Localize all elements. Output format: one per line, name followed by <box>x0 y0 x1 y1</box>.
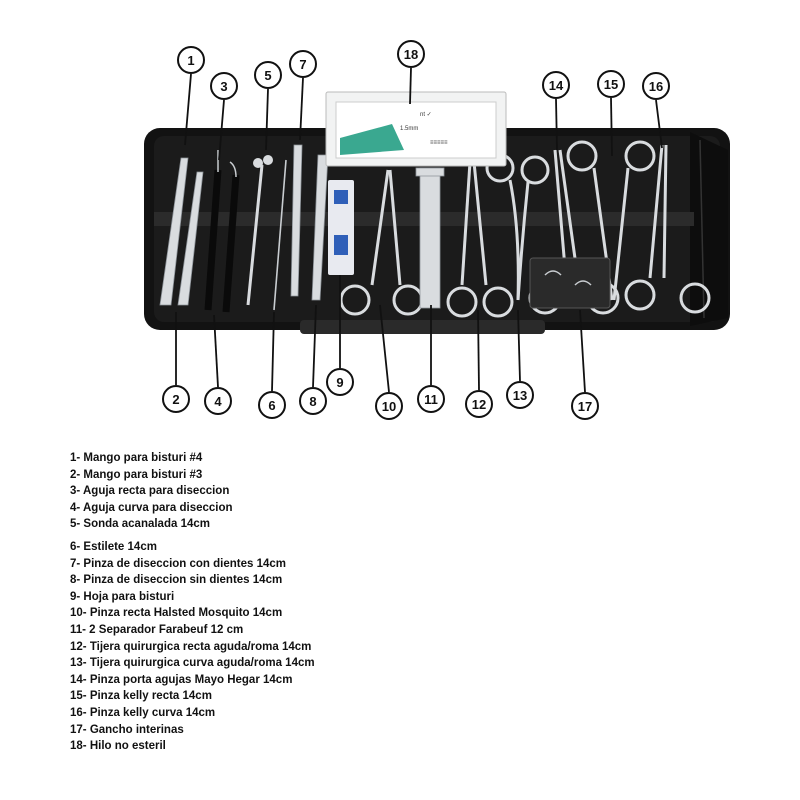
legend-item-1: 1- Mango para bisturi #4 <box>70 452 203 464</box>
legend-item-5: 5- Sonda acanalada 14cm <box>70 518 210 531</box>
callout-17: 17 <box>571 392 599 420</box>
legend-item-15: 15- Pinza kelly recta 14cm <box>70 690 212 703</box>
straight-scissors <box>446 161 514 318</box>
callout-3: 3 <box>210 72 238 100</box>
callout-2: 2 <box>162 385 190 413</box>
callout-14: 14 <box>542 71 570 99</box>
leader-lines <box>175 67 663 393</box>
hooks-packet <box>529 257 611 309</box>
callout-15: 15 <box>597 70 625 98</box>
legend-item-4: 4- Aguja curva para diseccion <box>70 501 233 514</box>
kelly-curved <box>624 144 711 314</box>
dissection-forceps <box>290 144 329 301</box>
grooved-probe <box>246 155 273 306</box>
callout-13: 13 <box>506 381 534 409</box>
farabeuf-retractor <box>415 167 445 309</box>
dissection-needles <box>204 150 240 313</box>
legend-item-3: 3- Aguja recta para diseccion <box>70 485 230 498</box>
legend-item-10: 10- Pinza recta Halsted Mosquito 14cm <box>70 607 283 620</box>
legend-item-14: 14- Pinza porta agujas Mayo Hegar 14cm <box>70 673 293 686</box>
legend-item-2: 2- Mango para bisturi #3 <box>70 468 203 481</box>
legend-item-6: 6- Estilete 14cm <box>70 540 157 553</box>
blade-packet <box>328 180 354 275</box>
legend-item-8: 8- Pinza de diseccion sin dientes 14cm <box>70 574 283 587</box>
suture-label-line-3: ≡≡≡≡≡ <box>430 140 448 146</box>
legend-item-9: 9- Hoja para bisturi <box>70 590 175 603</box>
suture-package: nt ✓ 1.5mm ≡≡≡≡≡ <box>325 91 507 167</box>
legend-item-12: 12- Tijera quirurgica recta aguda/roma 1… <box>70 640 312 653</box>
callout-8: 8 <box>299 387 327 415</box>
suture-label-line-2: 1.5mm <box>400 126 418 132</box>
callout-4: 4 <box>204 387 232 415</box>
legend-item-13: 13- Tijera quirurgica curva aguda/roma 1… <box>70 657 315 670</box>
legend-item-17: 17- Gancho interinas <box>70 723 184 736</box>
suture-label-line-1: nt ✓ <box>420 112 432 118</box>
callout-1: 1 <box>177 46 205 74</box>
callout-7: 7 <box>289 50 317 78</box>
stylet <box>273 159 287 311</box>
callout-16: 16 <box>642 72 670 100</box>
legend-item-11: 11- 2 Separador Farabeuf 12 cm <box>70 623 244 636</box>
callout-6: 6 <box>258 391 286 419</box>
callout-11: 11 <box>417 385 445 413</box>
legend-item-16: 16- Pinza kelly curva 14cm <box>70 706 216 719</box>
callout-5: 5 <box>254 61 282 89</box>
callout-9: 9 <box>326 368 354 396</box>
callout-12: 12 <box>465 390 493 418</box>
instrument-legend: 1- Mango para bisturi #4 2- Mango para b… <box>70 450 490 755</box>
callout-10: 10 <box>375 392 403 420</box>
instrument-kit-diagram: nt ✓ 1.5mm ≡≡≡≡≡ <box>144 67 730 393</box>
legend-item-7: 7- Pinza de diseccion con dientes 14cm <box>70 557 287 570</box>
callout-18: 18 <box>397 40 425 68</box>
legend-item-18: 18- Hilo no esteril <box>70 740 166 753</box>
scalpel-handles <box>159 157 204 306</box>
